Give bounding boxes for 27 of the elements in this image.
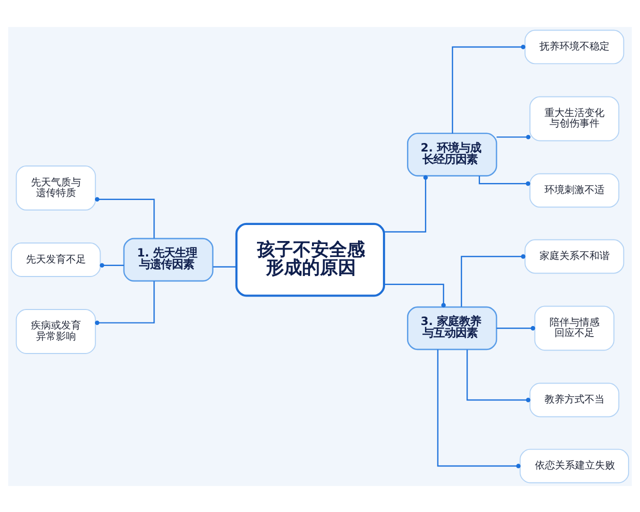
- connector: [496, 134, 531, 139]
- connector: [94, 280, 155, 325]
- node-box: 先天气质与遗传特质: [16, 165, 96, 210]
- node-box: 先天发育不足: [10, 242, 101, 276]
- node-box: 抚养环境不稳定: [524, 29, 624, 64]
- node-box: 1. 先天生理与遗传因素: [123, 237, 214, 282]
- connector: [466, 349, 530, 402]
- connector: [213, 266, 236, 267]
- connector: [100, 262, 124, 268]
- connector: [437, 348, 521, 468]
- connector: [496, 326, 536, 330]
- connector: [460, 254, 526, 306]
- connector: [452, 44, 526, 133]
- node-box: 陪伴与情感回应不足: [534, 305, 614, 350]
- node-box: 教养方式不当: [529, 382, 620, 417]
- node-box: 疾病或发育异常影响: [16, 308, 96, 354]
- connector: [384, 283, 446, 307]
- connector: [384, 174, 428, 232]
- node-box: 依恋关系建立失败: [520, 448, 630, 483]
- node-box: 2. 环境与成长经历因素: [406, 132, 498, 176]
- node-box: 家庭关系不和谐: [524, 238, 624, 274]
- node-box: 孩子不安全感形成的原因: [235, 222, 386, 296]
- node-box: 3. 家庭教养与互动因素: [406, 306, 498, 350]
- node-box: 环境刺激不适: [529, 172, 620, 208]
- connector: [94, 196, 155, 238]
- node-box: 重大生活变化与创伤事件: [529, 96, 620, 141]
- connector: [478, 176, 530, 186]
